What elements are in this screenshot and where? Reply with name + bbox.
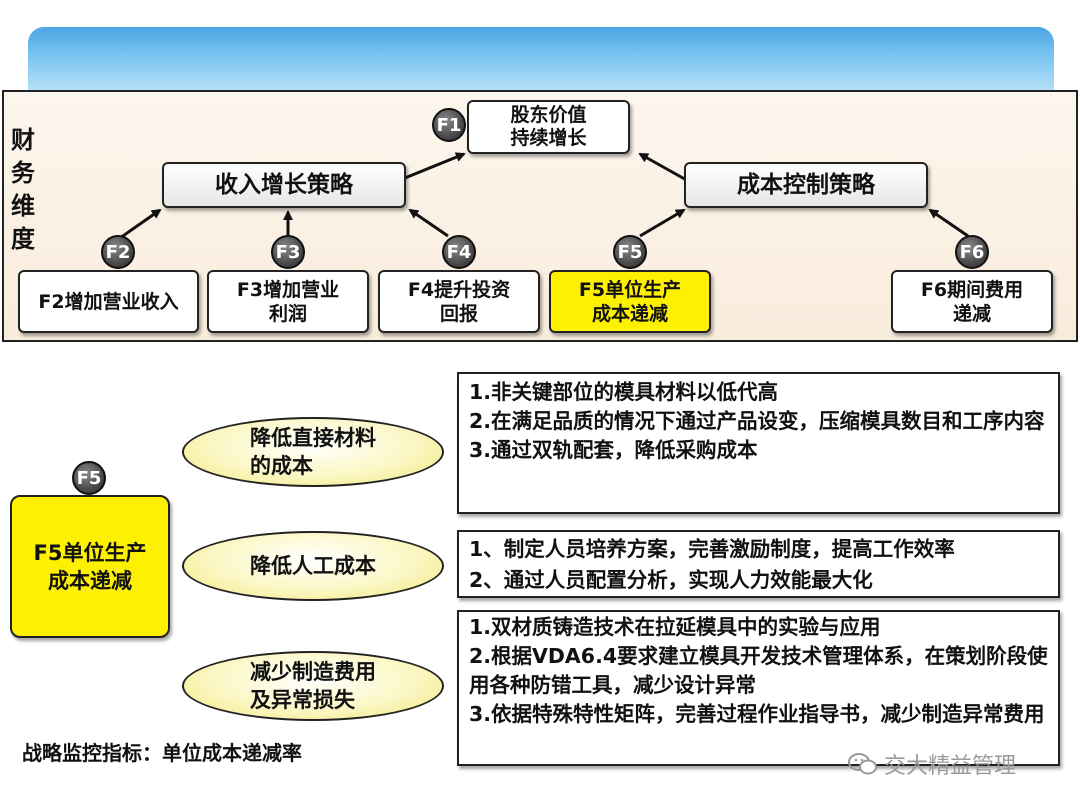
action-item: 1.双材质铸造技术在拉延模具中的实验与应用 (469, 615, 881, 639)
measure-labor-cost-ellipse: 降低人工成本 (182, 531, 444, 601)
f4-badge: F4 (442, 235, 476, 269)
watermark-text: 交大精益管理 (884, 754, 1017, 779)
action-item: 1、制定人员培养方案，完善激励制度，提高工作效率 (469, 537, 955, 561)
objective-f3-box: F3增加营业利润 (207, 270, 369, 333)
actions-labor-cost-box: 1、制定人员培养方案，完善激励制度，提高工作效率 2、通过人员配置分析，实现人力… (457, 530, 1060, 598)
strategy-monitoring-indicator: 战略监控指标：单位成本递减率 (22, 741, 302, 765)
f5-detail-badge: F5 (72, 461, 106, 495)
actions-direct-material-box: 1.非关键部位的模具材料以低代高 2.在满足品质的情况下通过产品设变，压缩模具数… (457, 372, 1060, 514)
action-item: 1.非关键部位的模具材料以低代高 (469, 380, 779, 404)
dimension-label: 财务维度 (11, 126, 35, 253)
objective-f5-box: F5单位生产成本递减 (549, 270, 711, 333)
f1-shareholder-value-box: 股东价值持续增长 (467, 100, 630, 154)
f5-badge: F5 (613, 235, 647, 269)
wechat-icon (848, 753, 877, 775)
f6-badge: F6 (955, 235, 989, 269)
watermark: 交大精益管理 (848, 748, 1016, 780)
objective-f4-box: F4提升投资回报 (378, 270, 540, 333)
f2-badge: F2 (101, 235, 135, 269)
objective-f2-box: F2增加营业收入 (18, 270, 199, 333)
action-item: 3.通过双轨配套，降低采购成本 (469, 438, 758, 462)
action-item: 2、通过人员配置分析，实现人力效能最大化 (469, 568, 873, 592)
action-item: 2.在满足品质的情况下通过产品设变，压缩模具数目和工序内容 (469, 409, 1045, 433)
f5-unit-cost-reduction-box: F5单位生产成本递减 (10, 495, 170, 638)
f3-badge: F3 (271, 235, 305, 269)
objective-f6-box: F6期间费用递减 (891, 270, 1053, 333)
action-item: 2.根据VDA6.4要求建立模具开发技术管理体系，在策划阶段使用各种防错工具，减… (469, 644, 1048, 697)
action-item: 3.依据特殊特性矩阵，完善过程作业指导书，减少制造异常费用 (469, 702, 1045, 726)
f1-badge: F1 (432, 108, 466, 142)
cost-control-strategy-box: 成本控制策略 (684, 162, 928, 208)
measure-manufacturing-expense-ellipse: 减少制造费用及异常损失 (182, 651, 444, 721)
actions-manufacturing-expense-box: 1.双材质铸造技术在拉延模具中的实验与应用 2.根据VDA6.4要求建立模具开发… (457, 610, 1060, 766)
revenue-growth-strategy-box: 收入增长策略 (162, 162, 406, 208)
title-banner (28, 27, 1054, 93)
measure-direct-material-ellipse: 降低直接材料的成本 (182, 417, 444, 487)
